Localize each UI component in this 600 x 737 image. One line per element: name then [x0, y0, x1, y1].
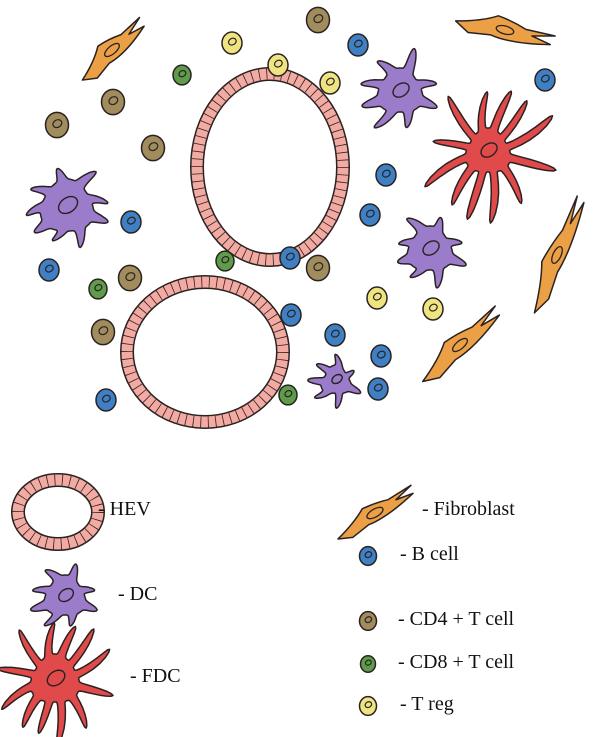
b-cell	[370, 344, 392, 368]
dc-cell	[307, 353, 362, 409]
fibroblast-cell	[533, 195, 585, 314]
b-cell	[534, 68, 556, 92]
dc-cell	[396, 216, 467, 289]
fdc-cell	[424, 90, 557, 224]
t-reg-cell	[366, 286, 388, 310]
legend-cd8-icon	[359, 655, 377, 673]
cd8-t-cell	[172, 64, 192, 86]
legend-fibroblast-icon	[337, 484, 414, 540]
cd4-t-cell	[44, 111, 70, 139]
b-cell	[359, 203, 381, 227]
legend-b-cell-label: - B cell	[400, 543, 459, 565]
t-reg-cell	[267, 53, 289, 77]
legend-dc-label: - DC	[118, 583, 158, 605]
b-cell	[280, 303, 302, 327]
legend-b-cell-icon	[358, 545, 378, 567]
b-cell	[38, 258, 60, 282]
t-reg-cell	[319, 71, 341, 95]
t-reg-cell	[422, 297, 444, 321]
legend-dc-icon	[29, 563, 98, 627]
cd4-t-cell	[117, 264, 143, 292]
cd4-t-cell	[90, 318, 116, 346]
b-cell	[375, 163, 397, 187]
legend-cd4-icon	[358, 610, 378, 632]
legend-cd8-label: - CD8 + T cell	[398, 651, 515, 673]
cd4-t-cell	[305, 6, 331, 34]
b-cell	[95, 388, 117, 412]
legend-fdc-label: - FDC	[130, 665, 181, 687]
legend-treg-icon	[358, 695, 378, 717]
dc-cell	[360, 47, 438, 129]
b-cell	[120, 210, 142, 234]
hev-vessel	[120, 275, 290, 429]
cd4-t-cell	[140, 134, 166, 162]
cd8-t-cell	[215, 250, 235, 272]
cd4-t-cell	[305, 254, 331, 282]
b-cell	[367, 377, 389, 401]
legend-cd4-label: - CD4 + T cell	[398, 608, 515, 630]
dc-cell	[25, 167, 109, 249]
cd4-t-cell	[100, 88, 126, 116]
legend-fibroblast-label: - Fibroblast	[422, 498, 515, 520]
fibroblast-cell	[421, 305, 501, 383]
cd8-t-cell	[88, 278, 108, 300]
b-cell	[324, 323, 346, 347]
fibroblast-cell	[454, 15, 556, 46]
fibroblast-cell	[81, 16, 145, 81]
legend-treg-label: - T reg	[400, 693, 454, 715]
b-cell	[347, 33, 369, 57]
t-reg-cell	[221, 31, 243, 55]
hev-vessel	[190, 67, 350, 267]
legend-hev-label: - HEV	[98, 498, 151, 520]
cd8-t-cell	[278, 384, 298, 406]
legend-fdc-icon	[0, 622, 114, 737]
legend-hev-icon	[11, 473, 105, 551]
b-cell	[279, 246, 301, 270]
